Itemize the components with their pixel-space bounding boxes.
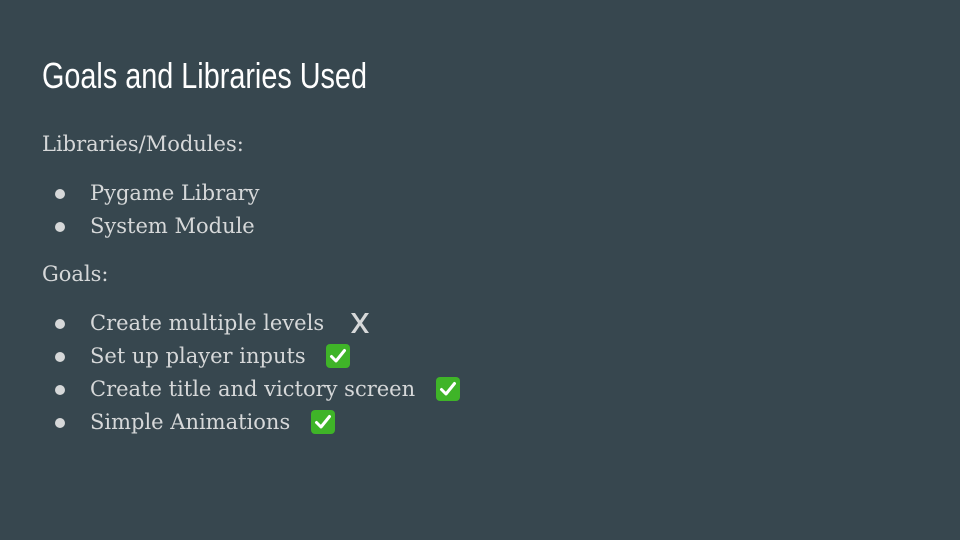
- list-item-label: Create title and victory screen: [90, 377, 416, 401]
- list-item: Simple Animations: [42, 406, 922, 439]
- check-icon: [326, 343, 351, 368]
- bullet-icon: [55, 319, 65, 329]
- list-item-label: Pygame Library: [90, 181, 260, 205]
- slide-body: Libraries/Modules: Pygame Library System…: [42, 128, 922, 439]
- list-item-label: Set up player inputs: [90, 344, 306, 368]
- check-icon: [435, 376, 460, 401]
- bullet-icon: [55, 222, 65, 232]
- bullet-icon: [55, 385, 65, 395]
- list-item-label: Simple Animations: [90, 410, 291, 434]
- list-item-label: System Module: [90, 214, 255, 238]
- bullet-icon: [55, 352, 65, 362]
- libraries-list: Pygame Library System Module: [42, 177, 922, 243]
- goals-list: Create multiple levels Set up player inp…: [42, 307, 922, 439]
- list-item: Create multiple levels: [42, 307, 922, 340]
- bullet-icon: [55, 189, 65, 199]
- list-item: Create title and victory screen: [42, 373, 922, 406]
- cross-icon: [347, 310, 373, 336]
- libraries-heading: Libraries/Modules:: [42, 132, 244, 156]
- list-item: Set up player inputs: [42, 340, 922, 373]
- list-item-label: Create multiple levels: [90, 311, 325, 335]
- bullet-icon: [55, 418, 65, 428]
- goals-heading: Goals:: [42, 262, 109, 286]
- list-item: System Module: [42, 210, 922, 243]
- slide-title: Goals and Libraries Used: [42, 55, 367, 96]
- check-icon: [310, 409, 335, 434]
- list-item: Pygame Library: [42, 177, 922, 210]
